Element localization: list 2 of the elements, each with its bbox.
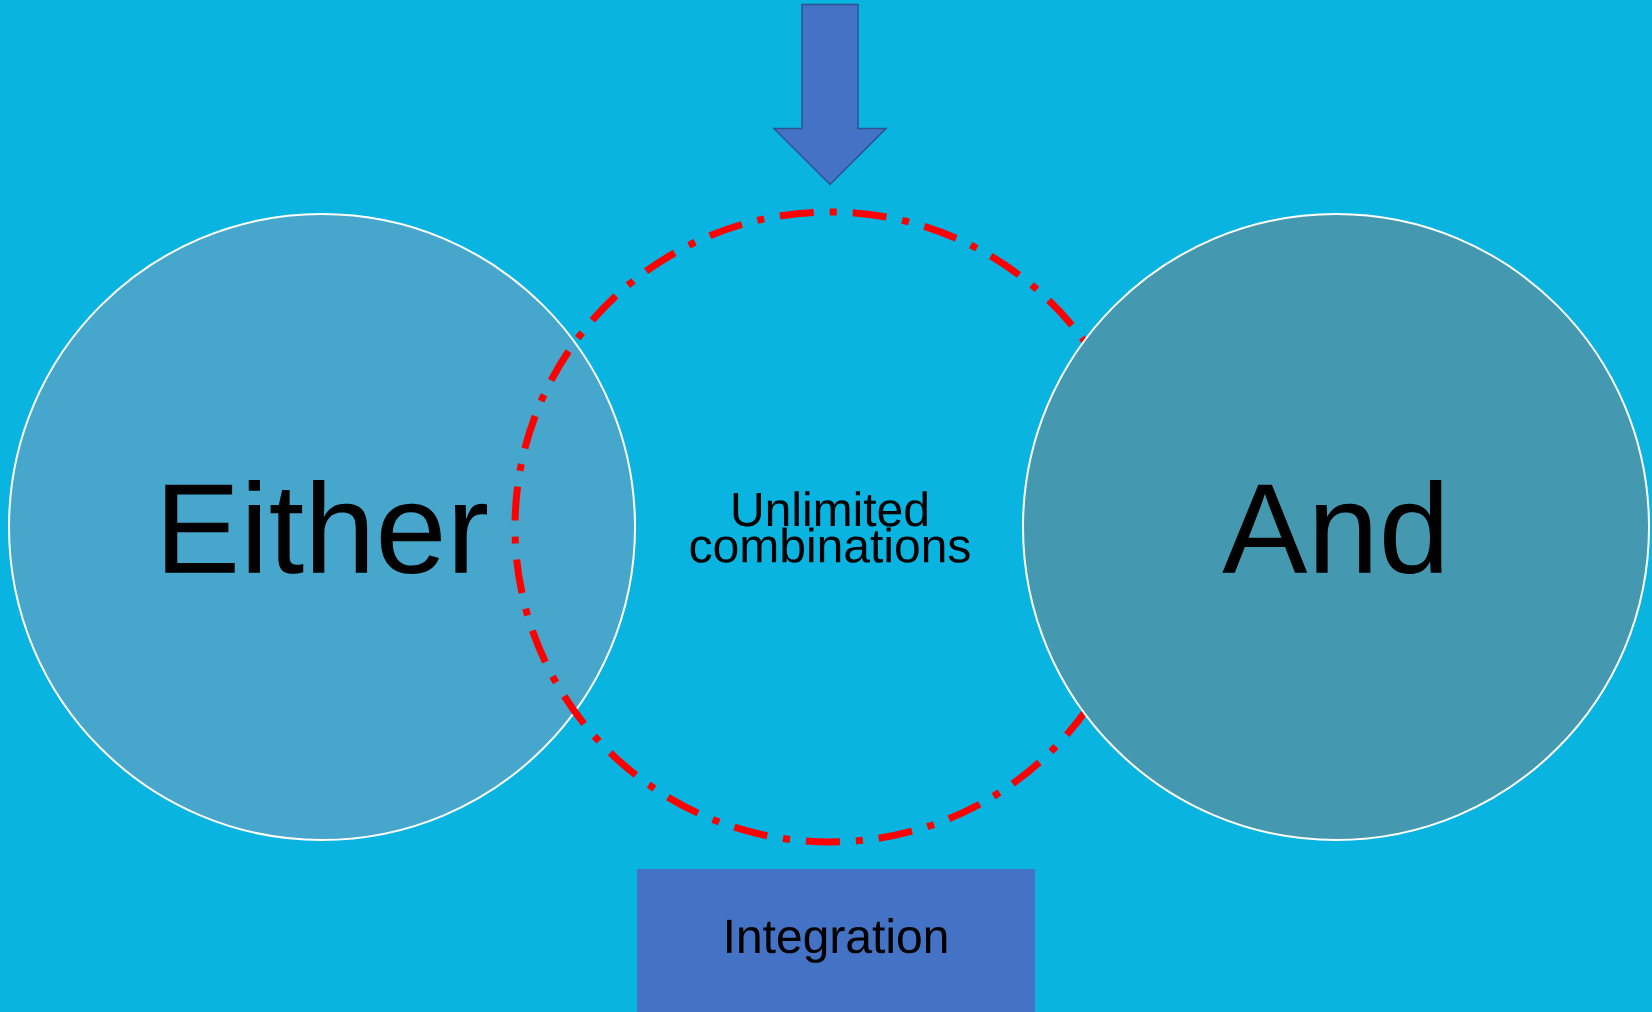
block-arrow bbox=[772, 3, 888, 186]
label-box: Integration bbox=[637, 869, 1035, 1012]
